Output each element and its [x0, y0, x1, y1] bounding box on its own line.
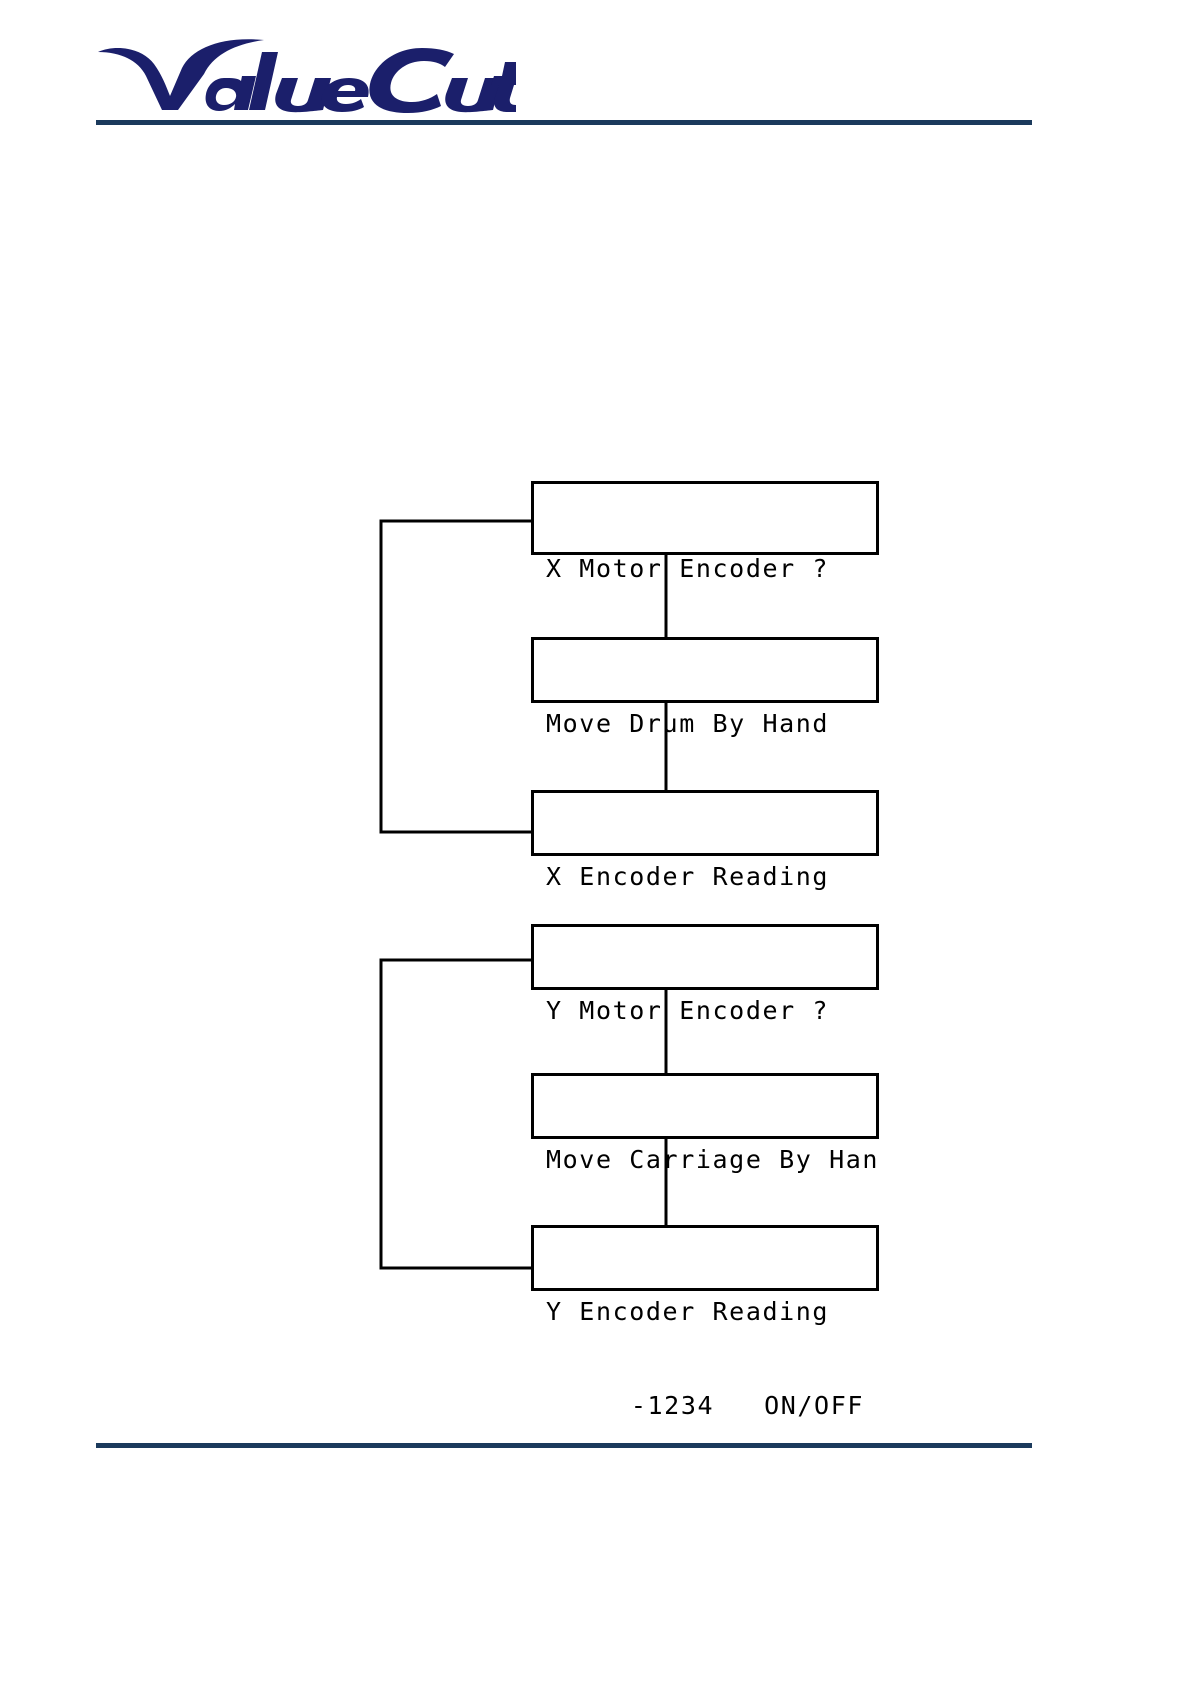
lcd-line-instruction: Move Drum By Hand: [546, 709, 830, 738]
lcd-panel-move-drum[interactable]: Move Drum By Hand Wait for 3 seconds: [531, 637, 879, 832]
valuecut-logo: [96, 34, 516, 114]
lcd-panel-y-motor-encoder-menu[interactable]: Y Motor Encoder ? Select:◄► Ok:ENTER: [531, 924, 879, 1119]
lcd-line-value: -1234 ON/OFF: [630, 1391, 864, 1420]
lcd-panel-y-encoder-reading[interactable]: Y Encoder Reading -1234 ON/OFF: [531, 1225, 879, 1420]
lcd-panel-move-carriage[interactable]: Move Carriage By Han D Wait for 3 second…: [531, 1073, 879, 1268]
page-header: [0, 0, 1191, 135]
footer-divider: [96, 1443, 1032, 1448]
lcd-line-instruction: Move Carriage By Han: [546, 1145, 880, 1174]
lcd-line-title: X Encoder Reading: [546, 862, 830, 891]
lcd-line-title: Y Motor Encoder ?: [546, 996, 830, 1025]
header-divider: [96, 120, 1032, 125]
lcd-line-title: X Motor Encoder ?: [546, 554, 830, 583]
lcd-line-title: Y Encoder Reading: [546, 1297, 830, 1326]
lcd-panel-x-motor-encoder-menu[interactable]: X Motor Encoder ? Select:◄► Ok:ENTER: [531, 481, 879, 677]
lcd-panel-x-encoder-reading[interactable]: X Encoder Reading 1234 ON/OFF: [531, 790, 879, 985]
